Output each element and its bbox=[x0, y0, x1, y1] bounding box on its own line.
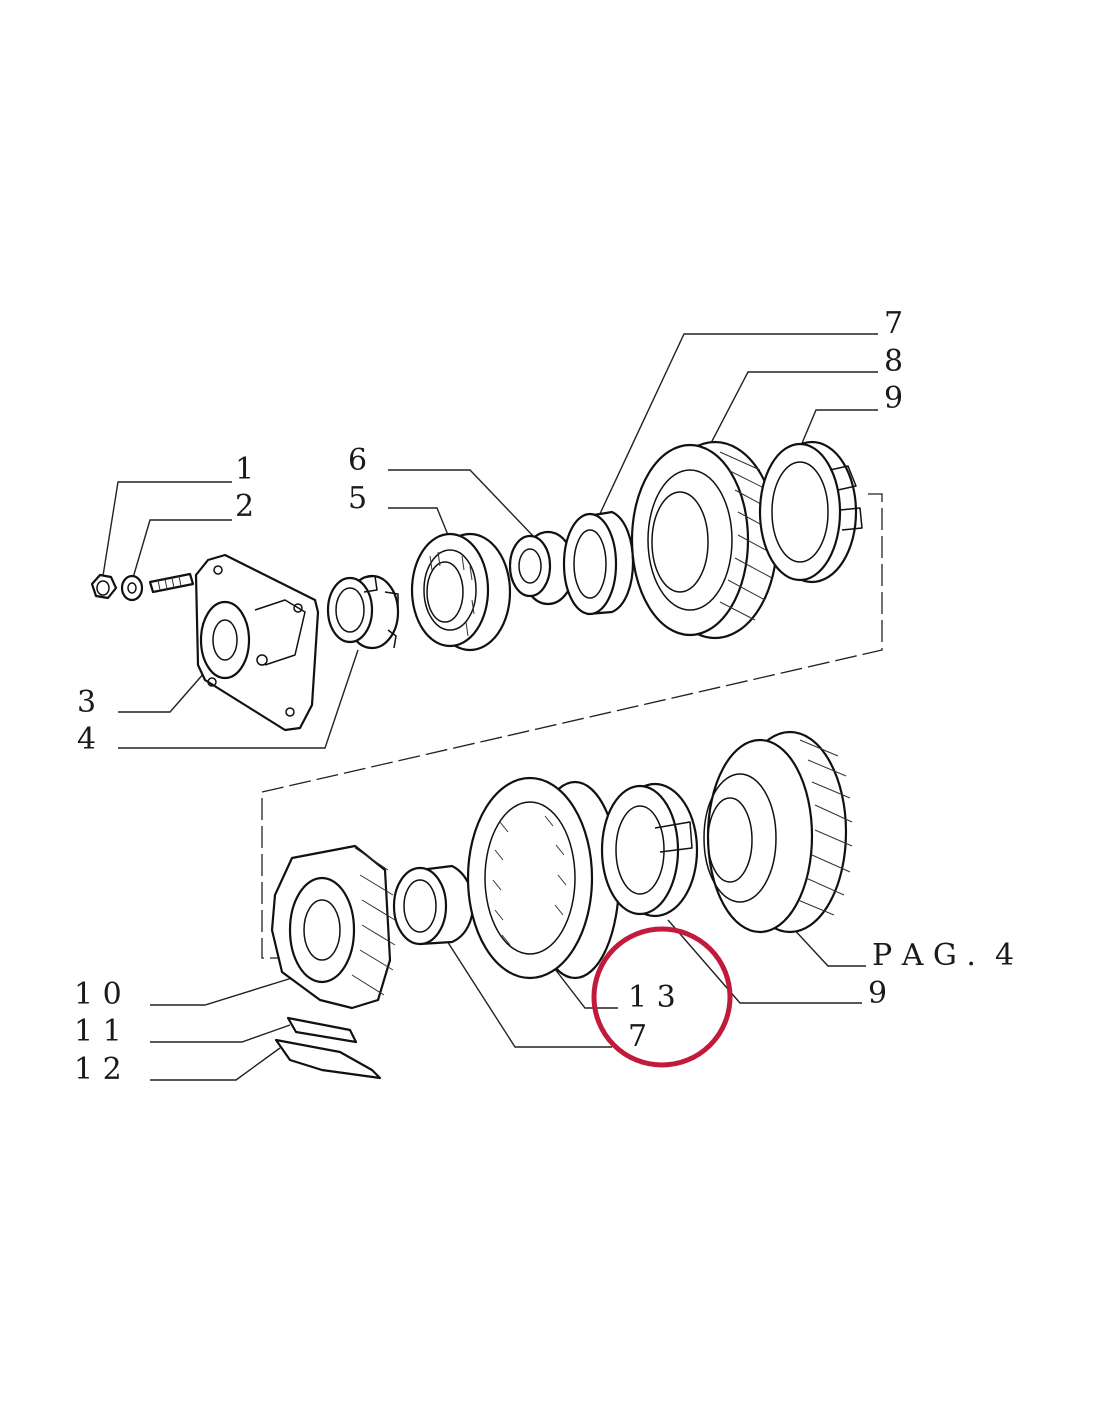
part-stud bbox=[148, 572, 195, 594]
callout-2: 2 bbox=[235, 489, 255, 524]
leader-lines-lower bbox=[150, 919, 866, 1081]
callout-3: 3 bbox=[77, 685, 97, 720]
part-nut bbox=[90, 573, 118, 600]
callout-13: 1 3 bbox=[628, 980, 676, 1015]
part-spring-plate bbox=[274, 1038, 382, 1080]
callout-5: 5 bbox=[348, 481, 368, 516]
part-bushing bbox=[562, 510, 635, 616]
part-gear-large bbox=[630, 440, 779, 640]
callout-7-bottom: 7 bbox=[628, 1019, 648, 1054]
callout-11: 1 1 bbox=[74, 1014, 122, 1049]
part-washer bbox=[120, 574, 144, 602]
part-synchro-ring bbox=[758, 440, 863, 584]
part-gear-hub bbox=[270, 844, 396, 1010]
callout-4: 4 bbox=[77, 722, 97, 757]
part-bearing bbox=[410, 532, 512, 652]
callout-1: 1 bbox=[235, 452, 255, 487]
part-bushing-lower bbox=[392, 864, 474, 946]
leader-lines-upper bbox=[101, 333, 878, 749]
shaft-dash-line bbox=[261, 493, 883, 959]
callout-10: 1 0 bbox=[74, 977, 122, 1012]
callout-7-top: 7 bbox=[884, 306, 904, 341]
part-gear-double bbox=[703, 730, 853, 934]
callout-9-top: 9 bbox=[884, 381, 904, 416]
part-cover-plate bbox=[194, 553, 320, 732]
part-sleeve bbox=[508, 530, 576, 606]
callout-12: 1 2 bbox=[74, 1052, 122, 1087]
part-shift-sleeve bbox=[466, 776, 621, 980]
part-castellated-collar bbox=[326, 574, 400, 650]
part-synchro-ring-lower bbox=[600, 782, 699, 918]
callout-6: 6 bbox=[348, 443, 368, 478]
callout-9-bottom: 9 bbox=[868, 976, 888, 1011]
callout-page-ref: P A G . 4 bbox=[872, 938, 1015, 973]
part-lock-plate bbox=[286, 1016, 358, 1044]
callout-8: 8 bbox=[884, 344, 904, 379]
red-circle-highlight bbox=[591, 926, 733, 1068]
